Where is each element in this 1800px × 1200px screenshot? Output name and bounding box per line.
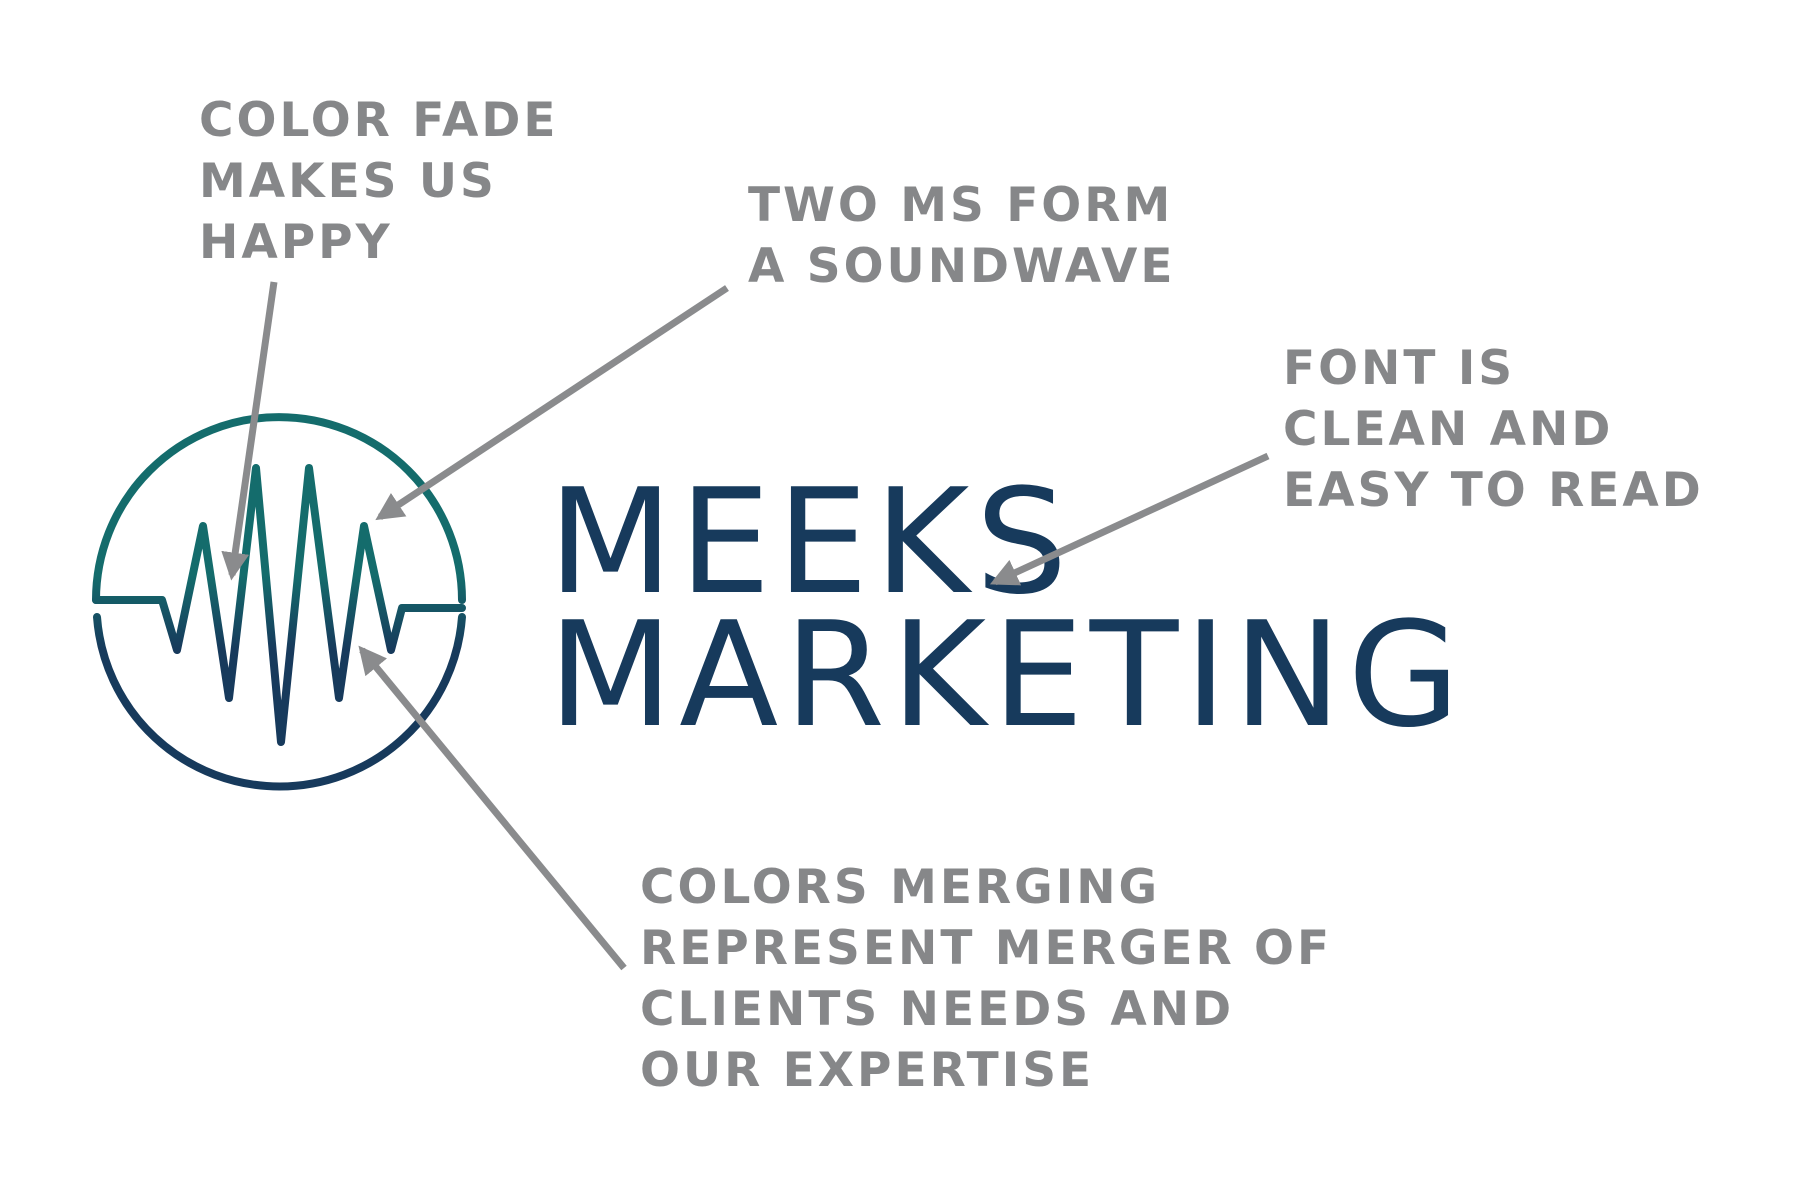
annotation-colors-merging: COLORS MERGING REPRESENT MERGER OF CLIEN… <box>640 857 1332 1101</box>
wordmark-line-marketing: MARKETING <box>548 591 1466 760</box>
annotation-line: CLEAN AND <box>1283 402 1614 457</box>
annotation-font: FONT IS CLEAN AND EASY TO READ <box>1283 338 1704 521</box>
annotation-line: COLOR FADE <box>199 93 559 148</box>
wordmark-line-meeks: MEEKS <box>548 458 1073 627</box>
annotation-line: MAKES US <box>199 154 497 209</box>
annotation-line: CLIENTS NEEDS AND <box>640 982 1235 1037</box>
annotation-line: TWO MS FORM <box>748 178 1174 233</box>
annotation-line: OUR EXPERTISE <box>640 1043 1095 1098</box>
arrow-font <box>989 452 1270 586</box>
annotation-line: REPRESENT MERGER OF <box>640 921 1333 976</box>
emblem-circle-top-arc <box>92 413 466 604</box>
arrow-color-fade <box>221 281 278 581</box>
annotation-soundwave: TWO MS FORM A SOUNDWAVE <box>748 175 1175 297</box>
emblem-circle-bottom-arc <box>93 613 466 791</box>
annotation-line: EASY TO READ <box>1283 463 1704 518</box>
annotation-line: HAPPY <box>199 215 393 270</box>
arrow-soundwave <box>375 285 729 521</box>
annotation-color-fade: COLOR FADE MAKES US HAPPY <box>199 90 558 273</box>
annotation-line: COLORS MERGING <box>640 860 1161 915</box>
soundwave-line <box>92 464 466 746</box>
annotation-line: FONT IS <box>1283 341 1516 396</box>
arrow-colors-merging <box>358 645 627 971</box>
annotation-line: A SOUNDWAVE <box>748 239 1176 294</box>
